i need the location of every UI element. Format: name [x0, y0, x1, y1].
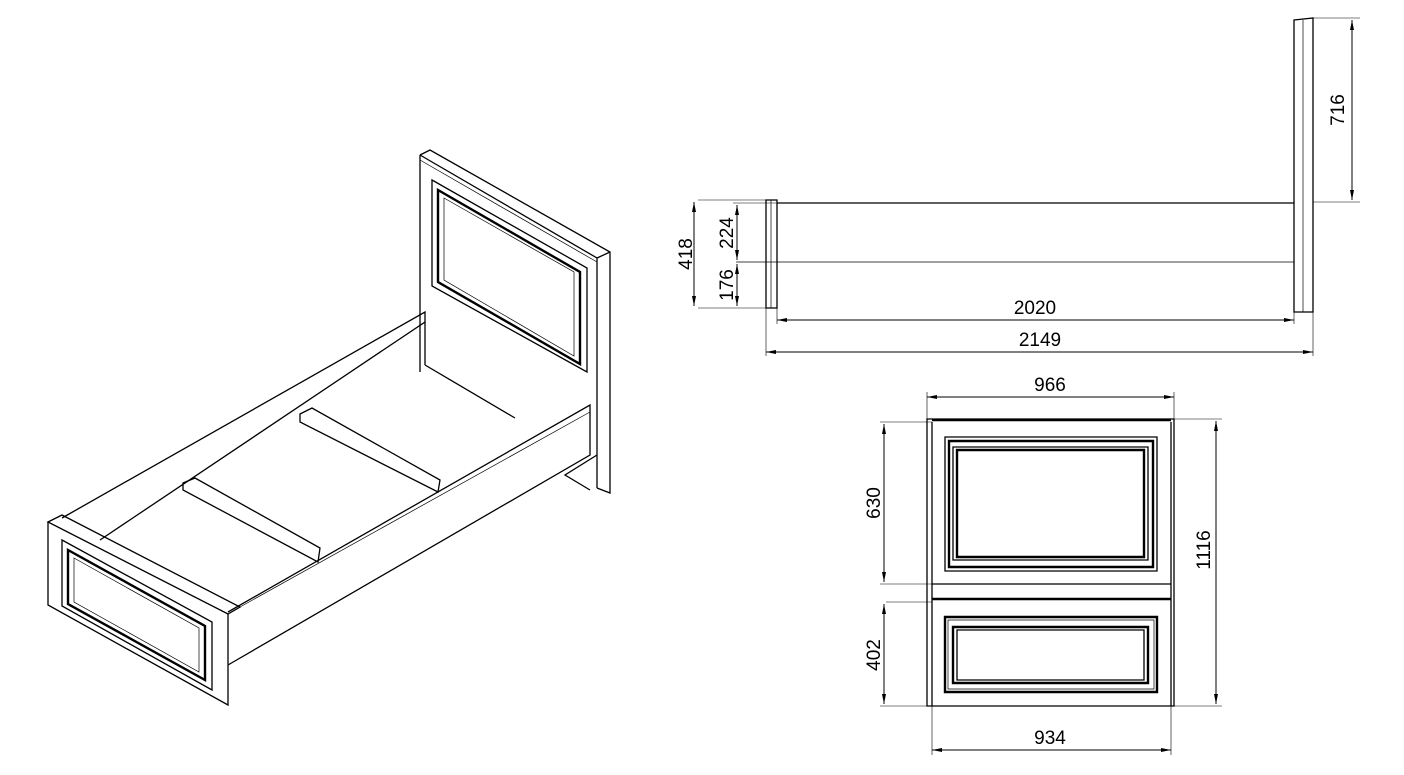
dim-label-2149: 2149 [1019, 330, 1061, 351]
footboard-panel [943, 615, 1159, 694]
footboard [46, 514, 242, 707]
bed-isometric-view [46, 149, 611, 707]
dim-label-2020: 2020 [1014, 298, 1056, 319]
dim-label-934: 934 [1034, 728, 1066, 749]
dim-label-402: 402 [864, 639, 885, 671]
dim-label-176: 176 [717, 269, 738, 301]
headboard [419, 149, 611, 494]
headboard-panel [944, 436, 1158, 572]
dim-label-630: 630 [864, 487, 885, 519]
dim-label-418: 418 [676, 238, 697, 270]
dim-label-966: 966 [1034, 375, 1066, 396]
side-rails [61, 310, 591, 666]
dim-label-224: 224 [717, 217, 738, 249]
side-view: 716 418 224 176 2020 2149 [676, 17, 1360, 356]
dim-label-716: 716 [1328, 94, 1349, 126]
slats [182, 407, 441, 564]
dim-label-1116: 1116 [1194, 530, 1215, 569]
front-view: 966 934 1116 630 402 [864, 375, 1222, 755]
